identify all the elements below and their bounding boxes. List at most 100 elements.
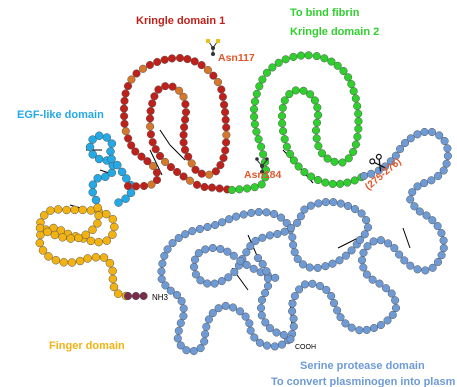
residue-bead: [290, 323, 298, 331]
residue-bead: [362, 216, 370, 224]
residue-bead: [363, 326, 371, 334]
asn117-label: Asn117: [218, 52, 255, 64]
residue-bead: [281, 97, 289, 105]
residue-bead: [273, 329, 281, 337]
residue-bead: [361, 231, 369, 239]
residue-bead: [297, 213, 305, 221]
residue-bead: [263, 267, 271, 275]
residue-bead: [180, 139, 188, 147]
serine-protease-domain-2: [190, 198, 372, 287]
residue-bead: [258, 296, 266, 304]
residue-bead: [444, 152, 452, 160]
residue-bead: [370, 324, 378, 332]
residue-bead: [300, 87, 308, 95]
residue-bead: [211, 221, 219, 229]
residue-bead: [440, 237, 448, 245]
residue-bead: [348, 247, 356, 255]
egf-label: EGF-like domain: [17, 109, 104, 121]
residue-bead: [82, 231, 90, 239]
residue-bead: [51, 231, 59, 239]
residue-bead: [322, 198, 330, 206]
residue-bead: [158, 268, 166, 276]
residue-bead: [279, 127, 287, 135]
residue-bead: [307, 173, 315, 181]
residue-bead: [124, 182, 132, 190]
residue-bead: [193, 181, 201, 189]
residue-bead: [336, 257, 344, 265]
residue-bead: [356, 326, 364, 334]
residue-bead: [286, 90, 294, 98]
residue-bead: [266, 324, 274, 332]
residue-bead: [94, 204, 102, 212]
residue-bead: [218, 86, 226, 94]
residue-bead: [196, 225, 204, 233]
residue-bead: [236, 186, 244, 194]
residue-bead: [278, 120, 286, 128]
residue-bead: [264, 275, 272, 283]
residue-bead: [261, 289, 269, 297]
residue-bead: [315, 200, 323, 208]
residue-bead: [388, 290, 396, 298]
residue-bead: [132, 292, 140, 300]
residue-bead: [351, 205, 359, 213]
residue-bead: [259, 260, 267, 268]
residue-bead: [109, 267, 117, 275]
residue-bead: [109, 215, 117, 223]
residue-bead: [100, 254, 108, 262]
residue-bead: [124, 292, 132, 300]
residue-bead: [395, 251, 403, 259]
residue-bead: [243, 249, 251, 257]
residue-bead: [95, 238, 103, 246]
residue-bead: [89, 188, 97, 196]
residue-bead: [350, 87, 358, 95]
residue-bead: [218, 219, 226, 227]
residue-bead: [71, 206, 79, 214]
residue-bead: [259, 234, 267, 242]
residue-bead: [290, 53, 298, 61]
residue-bead: [54, 205, 62, 213]
residue-bead: [429, 264, 437, 272]
residue-bead: [108, 140, 116, 148]
residue-bead: [177, 342, 185, 350]
residue-bead: [210, 72, 218, 80]
residue-bead: [180, 312, 188, 320]
residue-bead: [329, 180, 337, 188]
residue-bead: [305, 52, 313, 60]
residue-bead: [240, 211, 248, 219]
residue-bead: [282, 56, 290, 64]
residue-bead: [313, 135, 321, 143]
finger-domain: [36, 205, 130, 300]
residue-bead: [416, 208, 424, 216]
residue-bead: [190, 263, 198, 271]
residue-bead: [259, 76, 267, 84]
residue-bead: [151, 93, 159, 101]
residue-bead: [39, 246, 47, 254]
residue-bead: [434, 172, 442, 180]
residue-bead: [313, 52, 321, 60]
residue-bead: [293, 219, 301, 227]
residue-bead: [297, 52, 305, 60]
residue-bead: [377, 236, 385, 244]
residue-bead: [43, 228, 51, 236]
nh3-label: NH3: [152, 293, 169, 302]
residue-bead: [246, 320, 254, 328]
residue-bead: [289, 300, 297, 308]
residue-bead: [406, 196, 414, 204]
residue-bead: [251, 120, 259, 128]
residue-bead: [222, 116, 230, 124]
residue-bead: [309, 280, 317, 288]
residue-bead: [351, 177, 359, 185]
plasmin-label: To convert plasminogen into plasm: [271, 376, 456, 387]
residue-bead: [192, 271, 200, 279]
residue-bead: [52, 256, 60, 264]
residue-bead: [191, 58, 199, 66]
residue-bead: [258, 312, 266, 320]
residue-bead: [202, 246, 210, 254]
residue-bead: [200, 338, 208, 346]
residue-bead: [133, 70, 141, 78]
residue-bead: [243, 261, 251, 269]
residue-bead: [269, 64, 277, 72]
residue-bead: [60, 258, 68, 266]
residue-bead: [180, 305, 188, 313]
residue-bead: [358, 210, 366, 218]
